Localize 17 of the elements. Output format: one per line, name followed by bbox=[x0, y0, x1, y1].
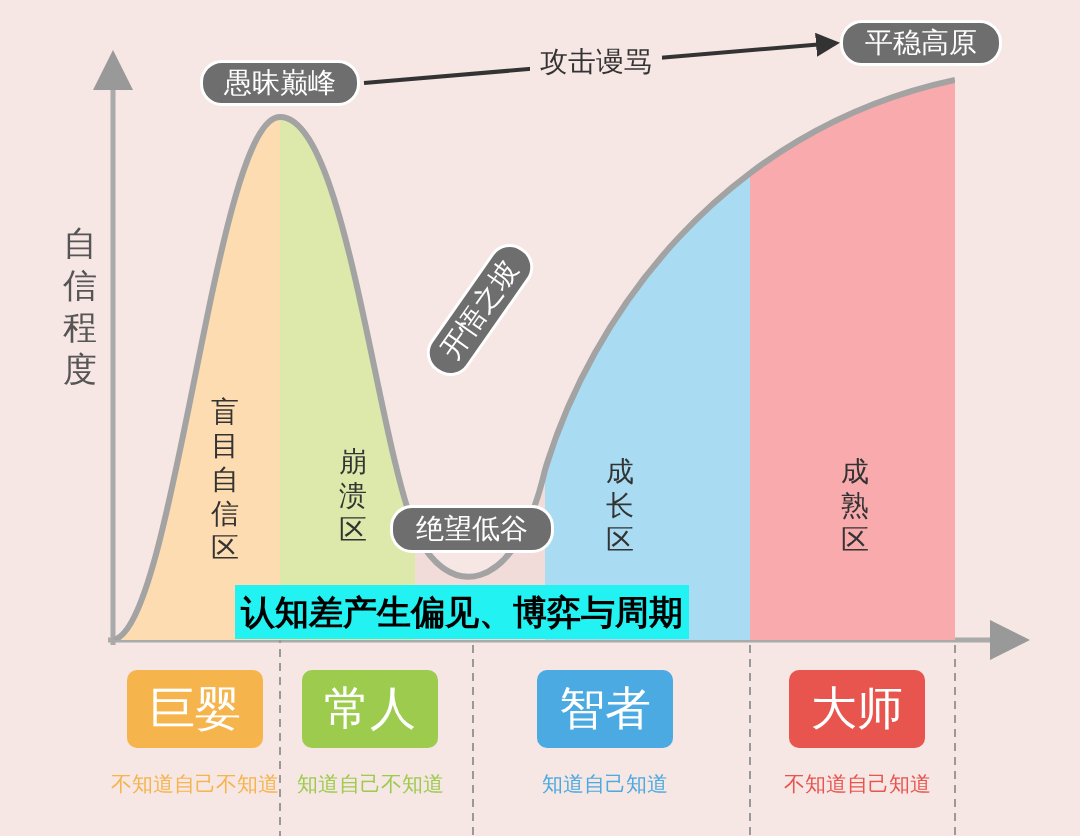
zone-label: 成熟区 bbox=[840, 455, 870, 557]
badge-caption: 知道自己不知道 bbox=[295, 771, 445, 798]
badge-caption: 不知道自己不知道 bbox=[110, 771, 280, 798]
label-pill: 愚昧巅峰 bbox=[200, 60, 360, 106]
label-pill: 平稳高原 bbox=[840, 20, 1002, 66]
zone-label: 崩溃区 bbox=[338, 445, 368, 547]
zone-label: 盲目自信区 bbox=[210, 395, 240, 565]
label-pill: 绝望低谷 bbox=[390, 505, 554, 553]
category-badge: 常人 bbox=[302, 670, 438, 748]
title-banner: 认知差产生偏见、博弈与周期 bbox=[235, 585, 689, 639]
zone-label: 成长区 bbox=[605, 455, 635, 557]
category-badge: 大师 bbox=[789, 670, 925, 748]
axis-label: 自信程度 bbox=[62, 222, 98, 390]
badge-caption: 不知道自己知道 bbox=[782, 771, 932, 798]
category-badge: 巨婴 bbox=[127, 670, 263, 748]
category-badge: 智者 bbox=[537, 670, 673, 748]
badge-caption: 知道自己知道 bbox=[541, 771, 669, 798]
